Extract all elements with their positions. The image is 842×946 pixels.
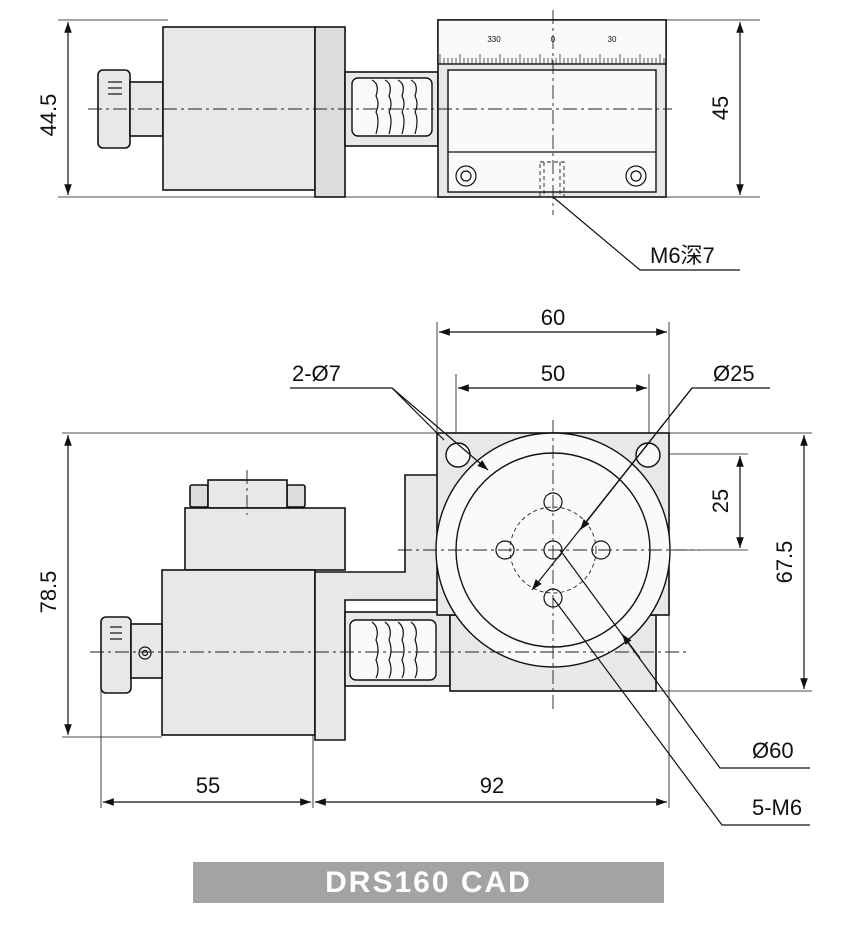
screw-left [455,165,477,187]
micrometer-top [100,616,132,694]
dim-label-60: 60 [541,305,565,330]
motor-flange [314,26,346,198]
knob-right [286,484,306,508]
coupling-top [349,619,437,681]
tapped-holes-callout: 5-M6 [752,795,802,820]
tapped-hole-left [495,540,515,560]
side-view: 330 0 30 44.5 45 M6深7 [36,10,760,271]
leader-d60 [559,549,810,769]
stage-base [447,69,657,193]
leader-5-m6 [552,597,810,826]
scale-ticks [439,54,665,64]
motor-body-top [161,569,316,736]
thread-callout: M6深7 [650,243,715,268]
dim-label-67-5: 67.5 [772,541,797,584]
top-view: 60 50 25 67.5 78.5 55 92 2-Ø7 Ø25 Ø60 5-… [36,305,812,826]
dim-label-78-5: 78.5 [36,571,61,614]
mount-hole-left [445,442,471,468]
dim-label-50: 50 [541,361,565,386]
scale-label-30: 30 [608,35,617,44]
tapped-hole-top [543,492,563,512]
dim-label-45: 45 [708,96,733,120]
leader-m6-depth [552,196,740,271]
dim-label-44-5: 44.5 [36,94,61,137]
scale-label-330: 330 [487,35,501,44]
screw-right [625,165,647,187]
motor-body [162,26,316,191]
coupling [351,77,433,137]
knob-left [189,484,209,508]
bore-callout: Ø25 [713,361,755,386]
dim-label-25: 25 [708,489,733,513]
dim-label-55: 55 [196,773,220,798]
motor-top [184,507,346,571]
dim-label-92: 92 [480,773,504,798]
table-diameter-callout: Ø60 [752,738,794,763]
hole-callout: 2-Ø7 [292,361,341,386]
knob-housing [207,479,288,509]
title-banner: DRS160 CAD [193,862,664,903]
